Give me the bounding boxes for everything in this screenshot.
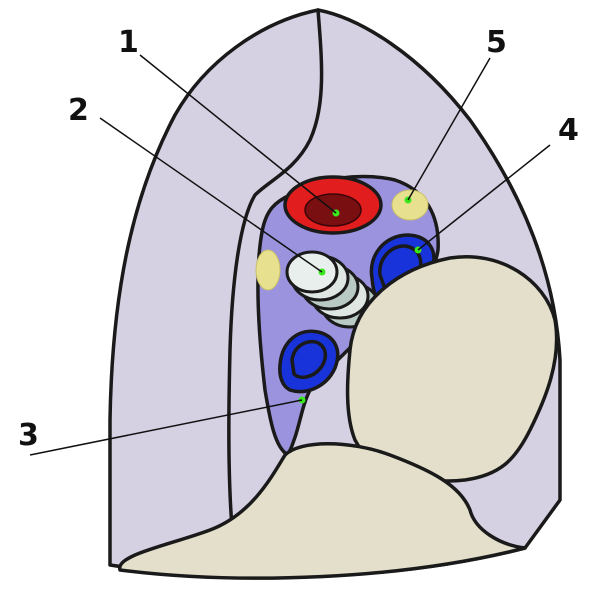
lymph-node-left: [255, 249, 281, 291]
callout-label-5: 5: [486, 25, 507, 60]
cartilage-ring: [285, 250, 339, 294]
callout-label-4: 4: [558, 113, 579, 148]
callout-label-3: 3: [18, 418, 39, 453]
leader-line-2: [99, 117, 323, 273]
leader-line-3: [29, 399, 303, 456]
heart-impression-lower: [118, 442, 527, 580]
vein-lower-inner: [290, 339, 328, 380]
callout-label-2: 2: [68, 93, 89, 128]
anterior-border-line: [227, 8, 324, 562]
cartilage-rings: [285, 250, 380, 329]
callout-label-1: 1: [118, 25, 139, 60]
leader-line-5: [407, 57, 491, 201]
leader-line-4: [417, 144, 551, 251]
lymph-node-upper: [391, 189, 429, 221]
heart-impression-upper: [345, 255, 559, 483]
leader-line-1: [139, 54, 337, 214]
